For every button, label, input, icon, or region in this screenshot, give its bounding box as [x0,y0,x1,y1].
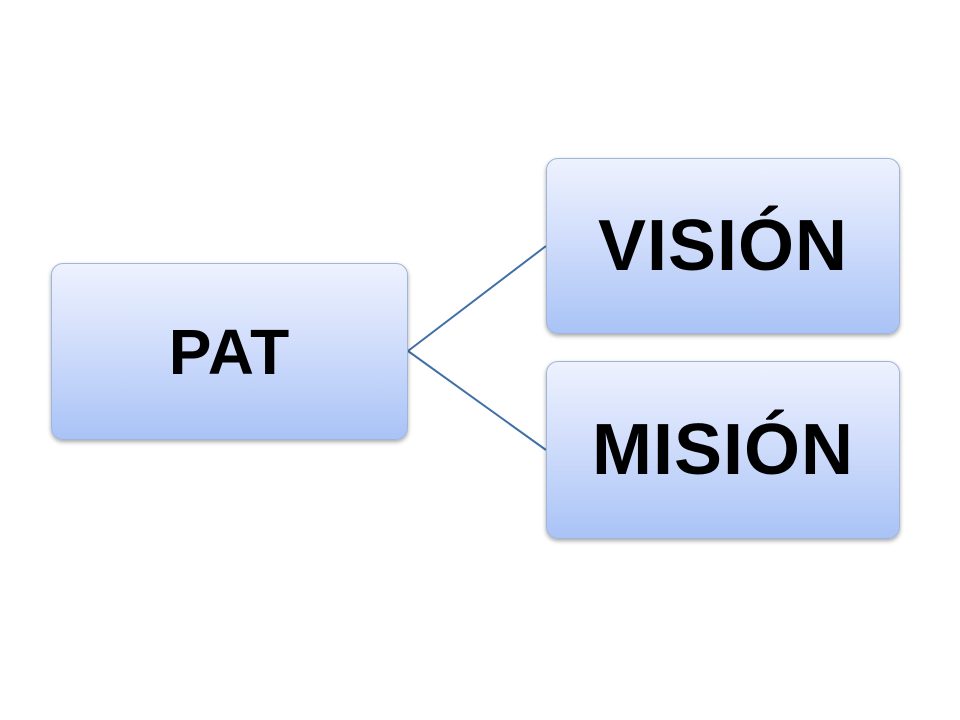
node-vision: VISIÓN [546,158,900,334]
node-pat: PAT [51,263,408,440]
node-vision-label: VISIÓN [597,206,849,286]
node-pat-label: PAT [168,315,291,388]
connector-pat-mision [407,350,547,451]
node-mision: MISIÓN [546,361,900,539]
connector-pat-vision [407,245,547,352]
node-mision-label: MISIÓN [591,410,854,490]
